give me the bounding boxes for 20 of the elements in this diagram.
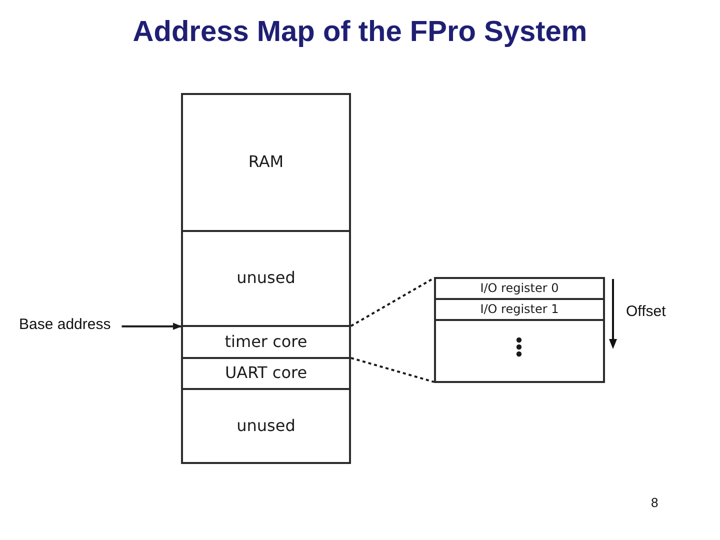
page-number: 8 [651,496,658,511]
region-label: RAM [248,153,284,172]
register-label: I/O register 0 [480,282,559,296]
memory-region [181,388,351,464]
region-label: timer core [224,332,308,352]
register-block [434,277,605,383]
memory-region [181,325,351,359]
memory-region [181,357,351,390]
register-label: I/O register 1 [480,302,559,316]
memory-region [181,230,351,327]
slide-title: Address Map of the FPro System [132,16,588,50]
memory-region [181,93,351,232]
arrow [122,322,182,330]
dashed-line [350,277,434,327]
text-label: Offset [626,303,666,320]
text-label: Base address [19,316,111,334]
region-label: unused [236,416,296,436]
dashed-line [350,357,434,383]
region-label: unused [236,269,296,288]
region-label: UART core [224,364,308,383]
